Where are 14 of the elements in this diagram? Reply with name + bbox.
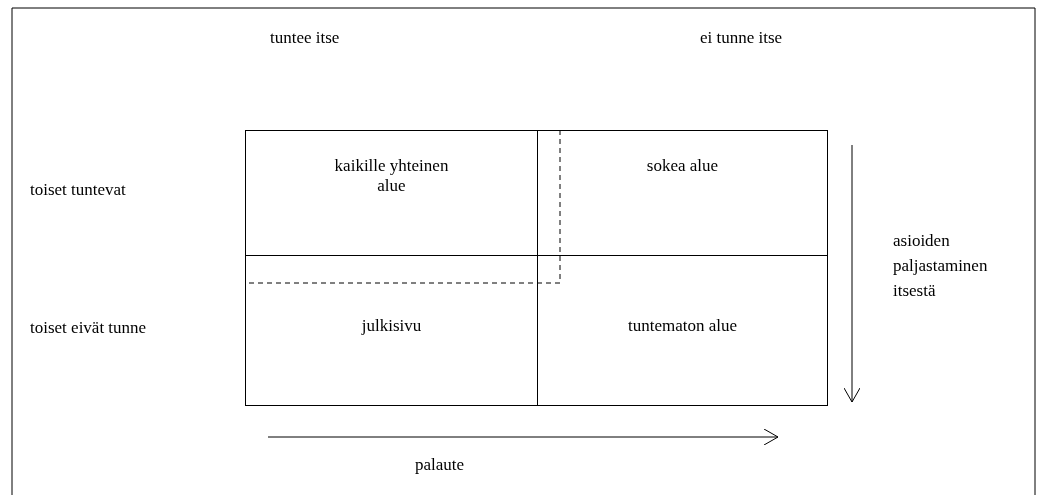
quadrant-label: julkisivu xyxy=(361,316,422,336)
axis-label: asioiden paljastaminen itsestä xyxy=(893,230,989,302)
quadrant-cell xyxy=(537,130,828,256)
quadrant-cell xyxy=(245,130,538,256)
quadrant-cell xyxy=(537,255,828,406)
quadrant-label: kaikille yhteinen alue xyxy=(333,156,450,196)
column-header: tuntee itse xyxy=(270,28,340,48)
row-header: toiset tuntevat xyxy=(30,180,126,200)
axis-label: palaute xyxy=(415,455,465,475)
quadrant-label: sokea alue xyxy=(646,156,719,176)
row-header: toiset eivät tunne xyxy=(30,318,147,338)
column-header: ei tunne itse xyxy=(700,28,783,48)
quadrant-cell xyxy=(245,255,538,406)
quadrant-label: tuntematon alue xyxy=(627,316,738,336)
